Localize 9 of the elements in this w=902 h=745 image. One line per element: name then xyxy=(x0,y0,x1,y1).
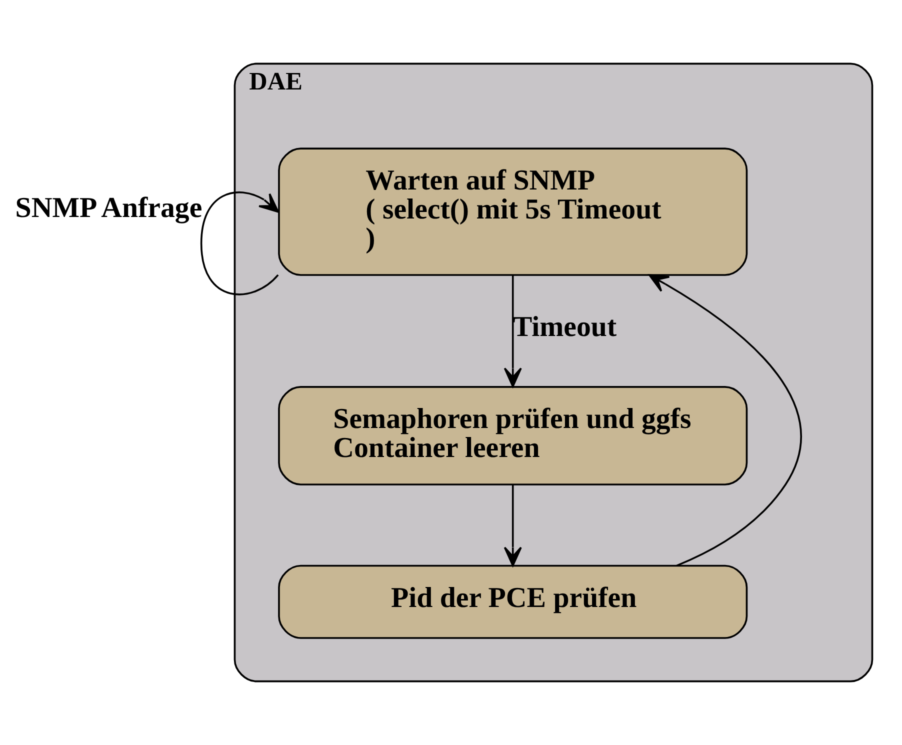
arrow xyxy=(200,192,279,296)
edge-label: Timeout xyxy=(512,311,617,344)
arrow xyxy=(648,274,802,566)
node-box: Semaphoren prüfen und ggfs Container leeren xyxy=(278,386,748,486)
node-box: Pid der PCE prüfen xyxy=(278,564,748,639)
edge-label: SNMP Anfrage xyxy=(15,192,202,224)
node-box: Warten auf SNMP ( select() mit 5s Timeout ) xyxy=(278,148,748,276)
arrow xyxy=(504,276,522,388)
arrow xyxy=(504,484,522,566)
